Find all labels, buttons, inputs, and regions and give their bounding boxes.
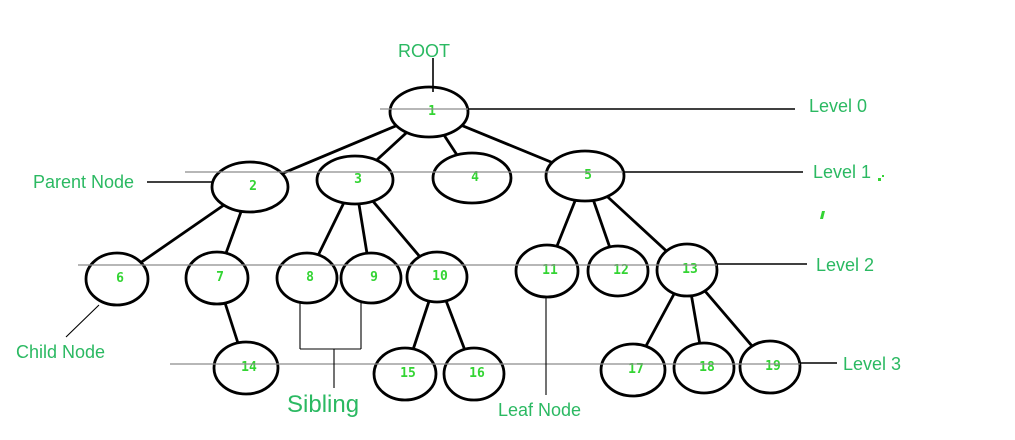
tree-node-11: 11 (514, 243, 580, 299)
node-circle-12 (586, 244, 650, 298)
sibling-label: Sibling (287, 391, 359, 418)
tree-node-19: 19 (738, 339, 802, 395)
leaf-node-label: Leaf Node (498, 400, 581, 420)
tree-edges (116, 110, 772, 375)
annotation-lines (65, 58, 547, 395)
tree-node-6: 6 (84, 251, 150, 307)
tree-node-17: 17 (599, 342, 667, 398)
tree-node-13: 13 (655, 242, 719, 298)
sibling-bracket (299, 303, 362, 388)
node-circle-13 (655, 242, 719, 298)
node-number-12: 12 (613, 263, 629, 278)
node-number-13: 13 (682, 262, 698, 277)
node-circle-3 (315, 154, 395, 206)
child-node-label: Child Node (16, 342, 105, 362)
node-number-15: 15 (400, 366, 416, 381)
tree-node-3: 3 (315, 154, 395, 206)
node-circle-11 (514, 243, 580, 299)
node-circle-16 (442, 346, 506, 402)
level-2-label: Level 2 (816, 255, 874, 275)
node-number-6: 6 (116, 271, 124, 286)
parent-node-label: Parent Node (33, 172, 134, 192)
tree-node-9: 9 (339, 251, 403, 305)
node-number-16: 16 (469, 366, 485, 381)
tree-node-7: 7 (184, 250, 250, 306)
node-number-1: 1 (428, 104, 436, 119)
tree-node-18: 18 (672, 341, 736, 395)
node-number-10: 10 (432, 269, 448, 284)
tree-node-10: 10 (405, 250, 469, 304)
node-number-18: 18 (699, 360, 715, 375)
node-circle-14 (212, 340, 280, 396)
node-circle-19 (738, 339, 802, 395)
stray-green-mark (878, 178, 881, 181)
node-circle-2 (210, 160, 290, 214)
tree-node-5: 5 (544, 149, 626, 203)
node-number-4: 4 (471, 170, 479, 185)
node-number-7: 7 (216, 270, 224, 285)
tree-node-15: 15 (372, 346, 438, 402)
root-label: ROOT (398, 41, 450, 61)
node-circle-5 (544, 149, 626, 203)
node-circle-6 (84, 251, 150, 307)
node-number-19: 19 (765, 359, 781, 374)
tree-node-2: 2 (210, 160, 290, 214)
node-number-5: 5 (584, 168, 592, 183)
node-number-9: 9 (370, 270, 378, 285)
node-circle-1 (388, 85, 470, 139)
node-number-14: 14 (241, 360, 257, 375)
stray-green-mark (820, 211, 825, 219)
stray-green-mark (882, 175, 884, 177)
tree-node-8: 8 (275, 251, 339, 305)
level-3-label: Level 3 (843, 354, 901, 374)
node-number-17: 17 (628, 362, 644, 377)
node-number-3: 3 (354, 172, 362, 187)
node-circle-17 (599, 342, 667, 398)
tree-node-14: 14 (212, 340, 280, 396)
tree-node-4: 4 (431, 151, 513, 205)
node-number-11: 11 (542, 263, 558, 278)
level-1-label: Level 1 (813, 162, 871, 182)
tree-node-16: 16 (442, 346, 506, 402)
node-number-8: 8 (306, 270, 314, 285)
level-lines (78, 108, 837, 365)
node-number-2: 2 (249, 179, 257, 194)
tree-node-1: 1 (388, 85, 470, 139)
node-circle-4 (431, 151, 513, 205)
tree-node-12: 12 (586, 244, 650, 298)
level-0-label: Level 0 (809, 96, 867, 116)
child-connector-line (65, 304, 100, 338)
node-circle-15 (372, 346, 438, 402)
node-circle-18 (672, 341, 736, 395)
stray-green-marks (820, 175, 884, 219)
